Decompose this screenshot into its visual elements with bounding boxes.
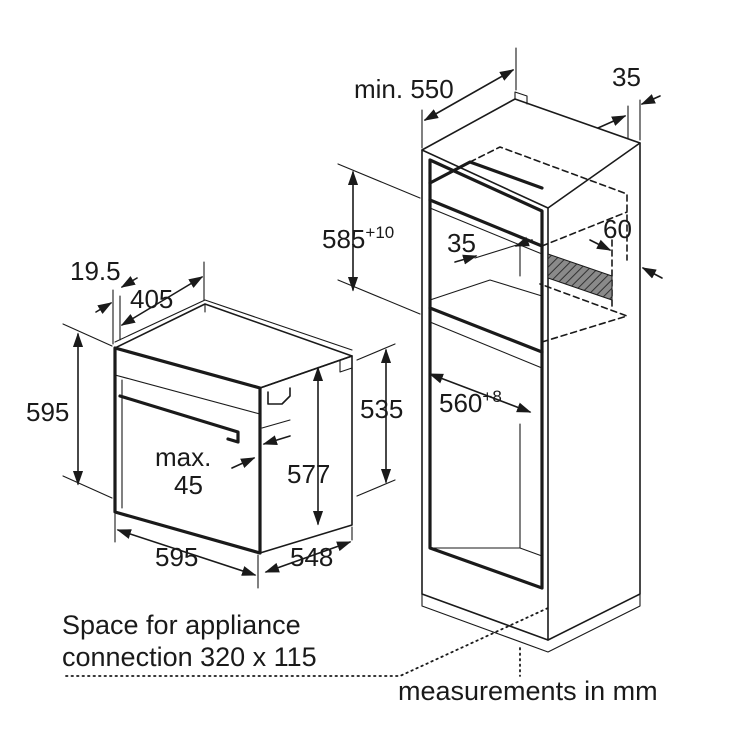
ventilation-opening xyxy=(547,253,613,301)
label-max: max. xyxy=(155,442,211,472)
oven-drawing xyxy=(113,299,353,555)
label-595-height: 595 xyxy=(26,397,69,427)
label-19-5: 19.5 xyxy=(70,256,121,286)
label-560: 560+8 xyxy=(439,387,502,418)
label-405: 405 xyxy=(130,284,173,314)
label-35-top: 35 xyxy=(612,62,641,92)
connection-leader xyxy=(65,607,549,677)
label-585-tolerance: +10 xyxy=(365,223,394,242)
oven-dimensions xyxy=(62,261,396,589)
label-548: 548 xyxy=(290,542,333,572)
label-60: 60 xyxy=(603,214,632,244)
label-595-width: 595 xyxy=(155,542,198,572)
label-45: 45 xyxy=(174,470,203,500)
oven-handle xyxy=(118,394,240,444)
connection-note-line1: Space for appliance xyxy=(62,610,301,640)
label-560-value: 560 xyxy=(439,388,482,418)
label-560-tolerance: +8 xyxy=(482,387,501,406)
tall-cabinet-drawing xyxy=(421,91,641,653)
oven-side xyxy=(259,355,353,554)
cabinet-top xyxy=(421,98,641,209)
label-585: 585+10 xyxy=(322,223,394,254)
cabinet-dimensions xyxy=(337,47,663,413)
oven-top xyxy=(114,303,353,389)
connection-note-line2: connection 320 x 115 xyxy=(62,642,317,672)
label-577: 577 xyxy=(287,459,330,489)
label-535: 535 xyxy=(360,394,403,424)
label-585-value: 585 xyxy=(322,224,365,254)
label-min-550: min. 550 xyxy=(354,74,454,104)
label-35-inner: 35 xyxy=(447,228,476,258)
units-note: measurements in mm xyxy=(398,676,658,706)
